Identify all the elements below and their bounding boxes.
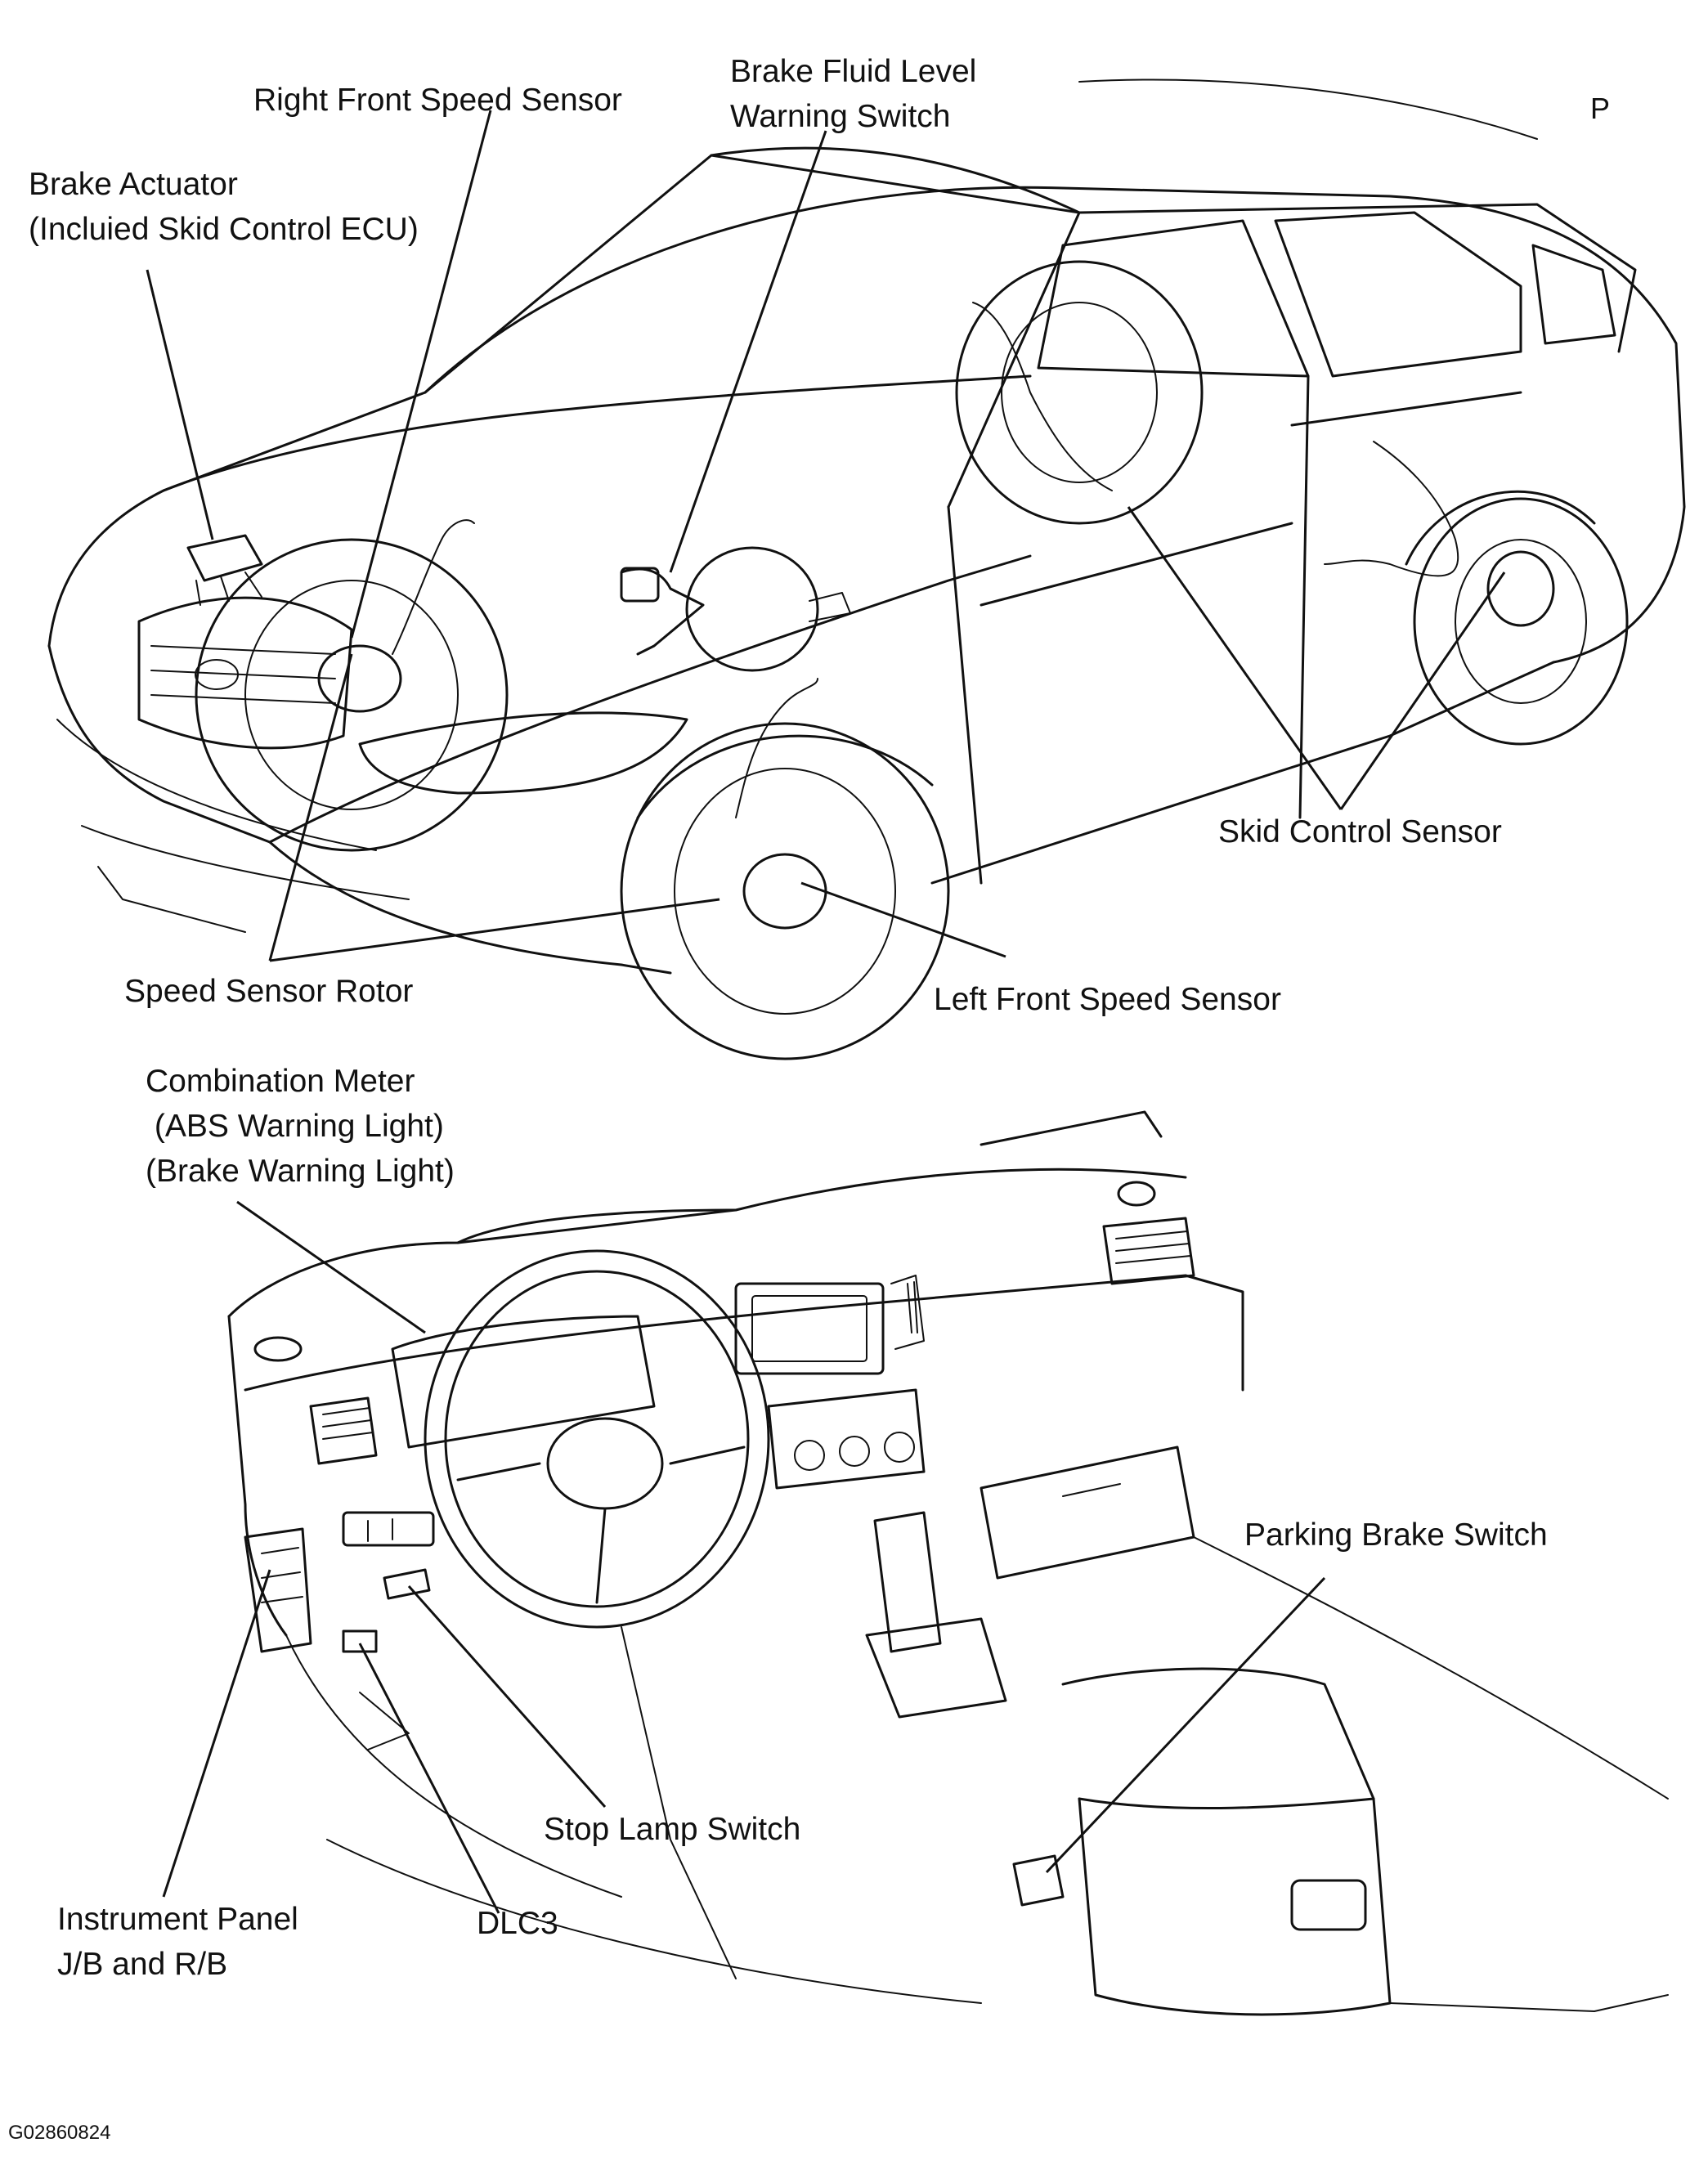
dashboard-illustration	[227, 1110, 1669, 2016]
label-line: (ABS Warning Light)	[146, 1109, 444, 1144]
right-front-speed-sensor-label: Right Front Speed Sensor	[253, 83, 622, 118]
label-line: Instrument Panel	[57, 1902, 298, 1937]
figure-code: G02860824	[8, 2122, 111, 2144]
left-front-speed-sensor-label: Left Front Speed Sensor	[934, 982, 1281, 1017]
car-illustration	[47, 78, 1686, 1060]
label-line: Brake Actuator	[29, 167, 238, 202]
label-line: Warning Switch	[730, 99, 951, 134]
speed-sensor-rotor-label: Speed Sensor Rotor	[124, 974, 414, 1009]
instrument-panel-jb-rb-label: Instrument Panel J/B and R/B	[57, 1897, 298, 1987]
parking-brake-switch-label: Parking Brake Switch	[1244, 1517, 1548, 1553]
label-line: (Incluied Skid Control ECU)	[29, 212, 419, 247]
stop-lamp-switch-label: Stop Lamp Switch	[544, 1812, 801, 1847]
page-marker: P	[1590, 92, 1611, 125]
skid-control-sensor-label: Skid Control Sensor	[1218, 814, 1502, 849]
label-line: Brake Fluid Level	[730, 54, 977, 89]
combination-meter-label: Combination Meter (ABS Warning Light) (B…	[146, 1059, 455, 1194]
brake-fluid-level-warning-switch-label: Brake Fluid Level Warning Switch	[730, 49, 976, 139]
dlc3-label: DLC3	[477, 1906, 558, 1941]
label-line: (Brake Warning Light)	[146, 1154, 455, 1189]
leader-lines	[146, 110, 1506, 1914]
label-line: Combination Meter	[146, 1064, 415, 1099]
label-line: J/B and R/B	[57, 1947, 228, 1982]
brake-actuator-label: Brake Actuator (Incluied Skid Control EC…	[29, 162, 419, 252]
